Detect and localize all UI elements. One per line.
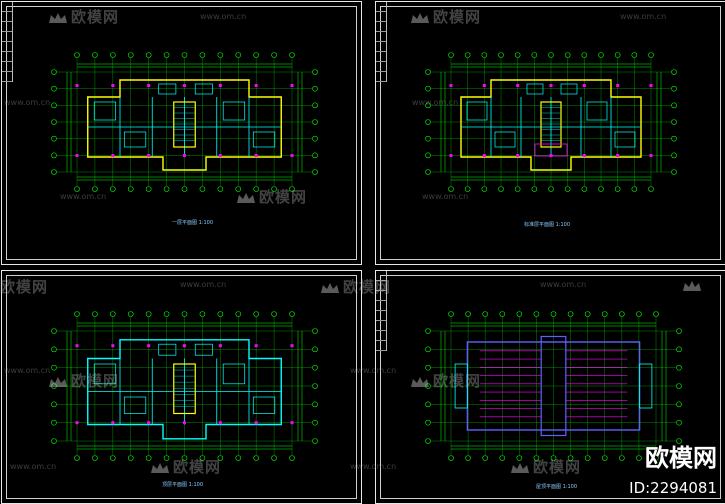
watermark-url: www.om.cn bbox=[10, 462, 57, 471]
watermark-url: www.om.cn bbox=[620, 12, 667, 21]
watermark-logo bbox=[682, 276, 705, 294]
crown-icon bbox=[511, 463, 529, 473]
brand-logo: 欧模网 bbox=[645, 444, 717, 472]
watermark-url: www.om.cn bbox=[4, 98, 51, 107]
watermark-url: www.om.cn bbox=[60, 192, 107, 201]
watermark-url: www.om.cn bbox=[350, 366, 397, 375]
title-strip bbox=[2, 2, 13, 82]
watermark-url: www.om.cn bbox=[412, 98, 459, 107]
crown-icon bbox=[237, 193, 255, 203]
watermark-url: www.om.cn bbox=[4, 366, 51, 375]
watermark-logo: 欧模网 bbox=[150, 456, 221, 477]
brand-id: ID:2294081 bbox=[629, 479, 717, 497]
watermark-logo: 欧模网 bbox=[48, 6, 119, 27]
watermark-logo: 欧模网 bbox=[48, 370, 119, 391]
watermark-url: www.om.cn bbox=[540, 280, 587, 289]
watermark-logo: 欧模网 bbox=[510, 456, 581, 477]
crown-icon bbox=[321, 283, 339, 293]
drawing-sheet-4[interactable]: 屋顶平面图 1:100 bbox=[375, 270, 725, 504]
drawing-sheet-1[interactable]: 一层平面图 1:100 bbox=[1, 1, 362, 265]
drawing-sheet-3[interactable]: 顶层平面图 1:100 bbox=[1, 270, 362, 504]
plan-caption: 顶层平面图 1:100 bbox=[162, 482, 203, 488]
watermark-logo: 欧模网 bbox=[320, 276, 391, 297]
watermark-url: www.om.cn bbox=[422, 192, 469, 201]
crown-icon bbox=[151, 463, 169, 473]
drawing-sheet-2[interactable]: 标准层平面图 1:100 bbox=[375, 1, 725, 265]
crown-icon bbox=[49, 377, 67, 387]
plan-caption: 一层平面图 1:100 bbox=[172, 220, 213, 226]
watermark-logo: 欧模网 bbox=[410, 370, 481, 391]
floor-plan-2 bbox=[425, 52, 677, 192]
watermark-logo: 欧模网 bbox=[236, 186, 307, 207]
crown-icon bbox=[683, 281, 701, 291]
crown-icon bbox=[411, 377, 429, 387]
watermark-url: www.om.cn bbox=[350, 462, 397, 471]
plan-caption: 屋顶平面图 1:100 bbox=[536, 484, 577, 490]
floor-plan-1 bbox=[51, 52, 318, 192]
floor-plan-4 bbox=[425, 311, 682, 461]
watermark-url: www.om.cn bbox=[200, 12, 247, 21]
watermark-url: www.om.cn bbox=[180, 280, 227, 289]
crown-icon bbox=[411, 13, 429, 23]
watermark-logo: 欧模网 bbox=[410, 6, 481, 27]
sheet-border bbox=[6, 275, 357, 499]
plan-caption: 标准层平面图 1:100 bbox=[524, 222, 570, 228]
title-strip bbox=[376, 271, 387, 351]
crown-icon bbox=[49, 13, 67, 23]
sheet-border bbox=[6, 6, 357, 260]
sheet-border bbox=[380, 6, 721, 260]
watermark-logo: 欧模网 bbox=[0, 278, 49, 296]
sheet-border bbox=[380, 275, 721, 499]
title-strip bbox=[376, 2, 387, 82]
floor-plan-3 bbox=[51, 311, 318, 461]
